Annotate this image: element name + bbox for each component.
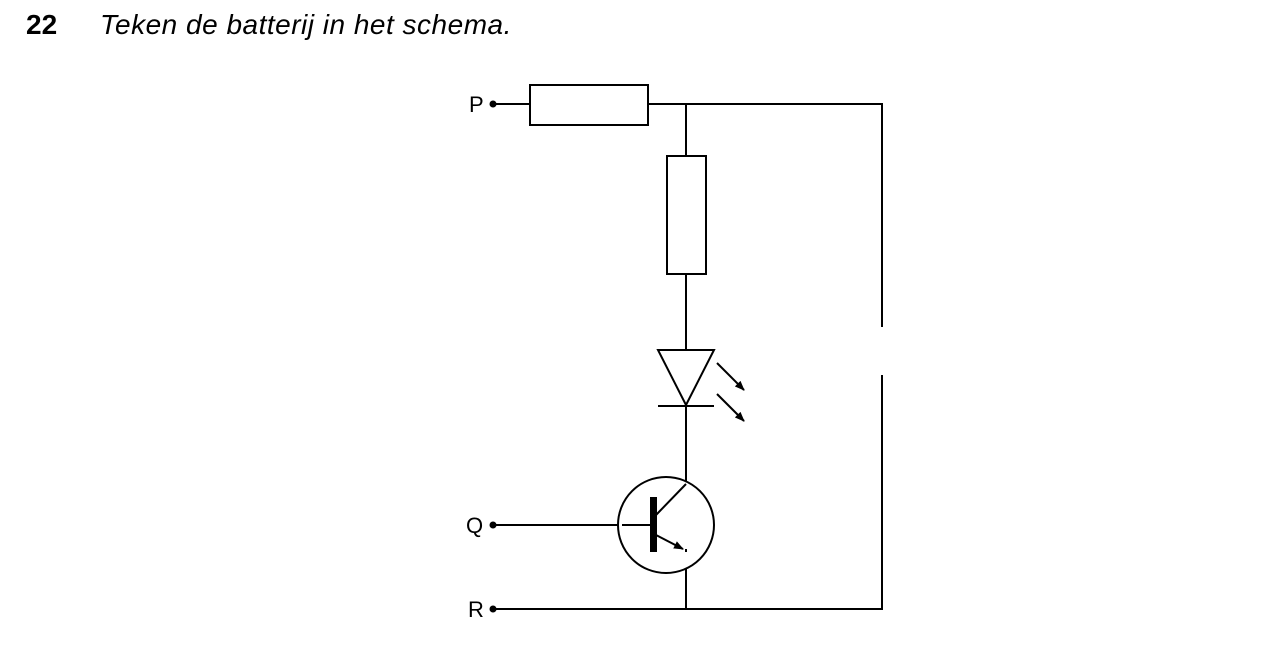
terminal-r-dot [489,605,497,613]
terminal-label-p: P [469,92,484,117]
npn-transistor [617,476,715,574]
led-light-arrows [716,362,745,422]
terminal-label-r: R [468,597,484,622]
question-number: 22 [26,9,58,40]
resistor-top [529,84,649,126]
terminal-p-dot [489,100,497,108]
terminal-label-q: Q [466,513,483,538]
resistor-vertical [666,155,707,275]
terminal-q-dot [489,521,497,529]
question-text: Teken de batterij in het schema. [100,9,512,40]
led [656,349,716,408]
